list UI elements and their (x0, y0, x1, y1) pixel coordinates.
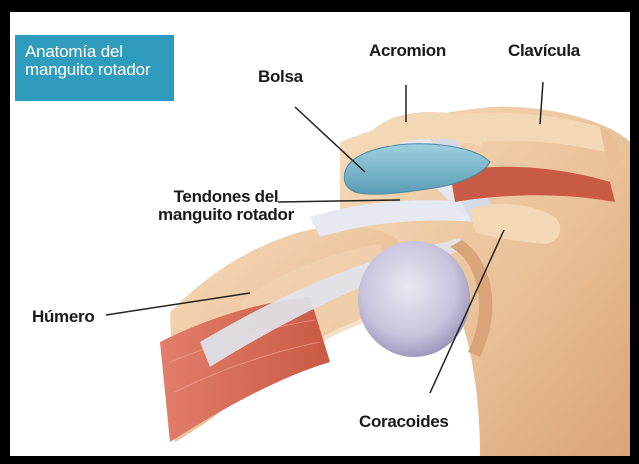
figure-title: Anatomía del manguito rotador (25, 43, 150, 79)
label-clavicula: Clavícula (508, 42, 580, 60)
diagram-panel: Anatomía del manguito rotador Acromion C… (10, 12, 630, 456)
label-bolsa: Bolsa (258, 68, 303, 86)
title-box: Anatomía del manguito rotador (15, 35, 174, 101)
label-coracoides: Coracoides (359, 413, 449, 431)
humeral-head (358, 241, 470, 357)
label-humero: Húmero (32, 308, 94, 326)
label-tendones: Tendones del manguito rotador (158, 188, 294, 224)
label-acromion: Acromion (369, 42, 446, 60)
